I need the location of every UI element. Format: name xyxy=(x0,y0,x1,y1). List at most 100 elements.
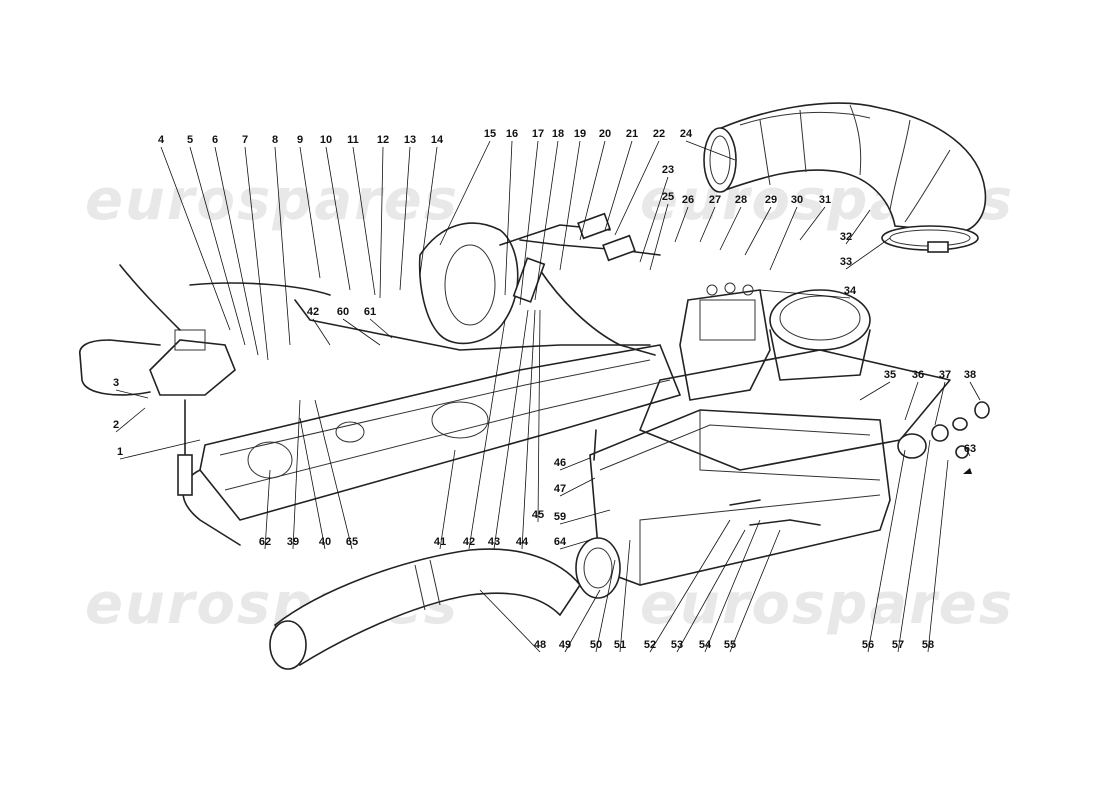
leader-line-32 xyxy=(845,209,871,245)
leader-line-22 xyxy=(614,140,660,236)
leader-line-25 xyxy=(649,203,669,271)
part-label-17: 17 xyxy=(532,128,544,140)
leader-line-53 xyxy=(676,529,746,653)
part-label-25: 25 xyxy=(662,191,674,203)
part-label-59: 59 xyxy=(554,511,566,523)
part-label-28: 28 xyxy=(735,194,747,206)
leader-line-21 xyxy=(604,140,633,231)
part-label-3: 3 xyxy=(113,377,119,389)
part-label-6: 6 xyxy=(212,134,218,146)
leader-line-56 xyxy=(867,449,906,653)
leader-line-46 xyxy=(559,457,591,471)
part-label-61: 61 xyxy=(364,306,376,318)
part-label-32: 32 xyxy=(840,231,852,243)
injector-assembly xyxy=(512,212,661,303)
part-label-40: 40 xyxy=(319,536,331,548)
part-label-57: 57 xyxy=(892,639,904,651)
part-label-26: 26 xyxy=(682,194,694,206)
leader-line-28 xyxy=(719,206,742,251)
part-label-14: 14 xyxy=(431,134,444,146)
part-label-15: 15 xyxy=(484,128,496,140)
leader-line-42 xyxy=(468,319,506,550)
watermark-bottom-right: eurospares xyxy=(640,572,1015,637)
part-label-9: 9 xyxy=(297,134,303,146)
fuel-pressure-regulator xyxy=(149,329,236,396)
part-label-2: 2 xyxy=(113,419,119,431)
part-label-46: 46 xyxy=(554,457,566,469)
watermark-top-left: eurospares xyxy=(85,168,460,233)
leader-line-62 xyxy=(264,469,271,550)
part-label-18: 18 xyxy=(552,128,564,140)
leader-line-57 xyxy=(897,439,931,653)
flexible-intake-tube-48 xyxy=(269,548,581,670)
part-label-37: 37 xyxy=(939,369,951,381)
leader-line-11 xyxy=(352,146,376,296)
intake-cone-49 xyxy=(575,537,621,599)
part-label-27: 27 xyxy=(709,194,721,206)
leader-line-55 xyxy=(729,529,781,653)
part-label-53: 53 xyxy=(671,639,683,651)
leader-line-35 xyxy=(859,381,891,401)
part-label-41: 41 xyxy=(434,536,446,548)
leader-line-42 xyxy=(312,318,331,346)
part-label-47: 47 xyxy=(554,483,566,495)
part-label-16: 16 xyxy=(506,128,518,140)
leader-line-61 xyxy=(369,318,393,339)
leader-line-15 xyxy=(439,140,491,246)
part-label-8: 8 xyxy=(272,134,278,146)
leader-line-3 xyxy=(115,389,149,399)
part-label-42: 42 xyxy=(307,306,319,318)
part-label-22: 22 xyxy=(653,128,665,140)
leader-line-18 xyxy=(534,140,559,301)
leader-line-45 xyxy=(537,309,541,523)
leader-line-33 xyxy=(845,237,891,270)
leader-line-50 xyxy=(595,559,616,653)
leader-line-16 xyxy=(504,140,513,296)
part-label-20: 20 xyxy=(599,128,611,140)
part-label-44: 44 xyxy=(516,536,529,548)
leader-line-1 xyxy=(119,439,201,460)
part-label-42: 42 xyxy=(463,536,475,548)
leader-line-24 xyxy=(685,140,736,161)
leader-line-27 xyxy=(699,206,716,243)
part-label-45: 45 xyxy=(532,509,544,521)
part-label-55: 55 xyxy=(724,639,736,651)
part-label-62: 62 xyxy=(259,536,271,548)
part-label-11: 11 xyxy=(347,134,359,146)
part-label-58: 58 xyxy=(922,639,934,651)
part-label-23: 23 xyxy=(662,164,674,176)
part-label-39: 39 xyxy=(287,536,299,548)
leader-line-63 xyxy=(967,451,971,457)
leader-line-41 xyxy=(439,449,456,550)
leader-line-51 xyxy=(619,539,631,653)
leader-line-65 xyxy=(314,399,353,550)
leader-line-49 xyxy=(564,589,601,653)
part-label-1: 1 xyxy=(117,446,123,458)
leader-line-34 xyxy=(759,289,851,299)
leader-line-7 xyxy=(244,146,269,361)
leader-line-44 xyxy=(521,309,536,550)
leader-line-40 xyxy=(299,417,326,550)
leader-line-23 xyxy=(639,176,669,263)
part-label-63: 63 xyxy=(964,443,976,455)
leader-line-37 xyxy=(934,381,946,426)
air-flow-meter-ring xyxy=(769,289,871,381)
part-label-49: 49 xyxy=(559,639,571,651)
part-label-60: 60 xyxy=(337,306,349,318)
part-label-7: 7 xyxy=(242,134,248,146)
part-label-48: 48 xyxy=(534,639,546,651)
part-label-35: 35 xyxy=(884,369,896,381)
part-label-13: 13 xyxy=(404,134,416,146)
part-label-12: 12 xyxy=(377,134,389,146)
leader-line-52 xyxy=(649,519,731,653)
leader-line-4 xyxy=(160,146,231,331)
leader-line-14 xyxy=(419,146,438,276)
leader-line-2 xyxy=(115,407,146,433)
part-label-19: 19 xyxy=(574,128,586,140)
throttle-body-housing xyxy=(418,222,611,345)
leader-line-6 xyxy=(214,146,259,356)
leader-line-60 xyxy=(342,318,381,346)
part-label-33: 33 xyxy=(840,256,852,268)
part-label-29: 29 xyxy=(765,194,777,206)
part-label-31: 31 xyxy=(819,194,831,206)
